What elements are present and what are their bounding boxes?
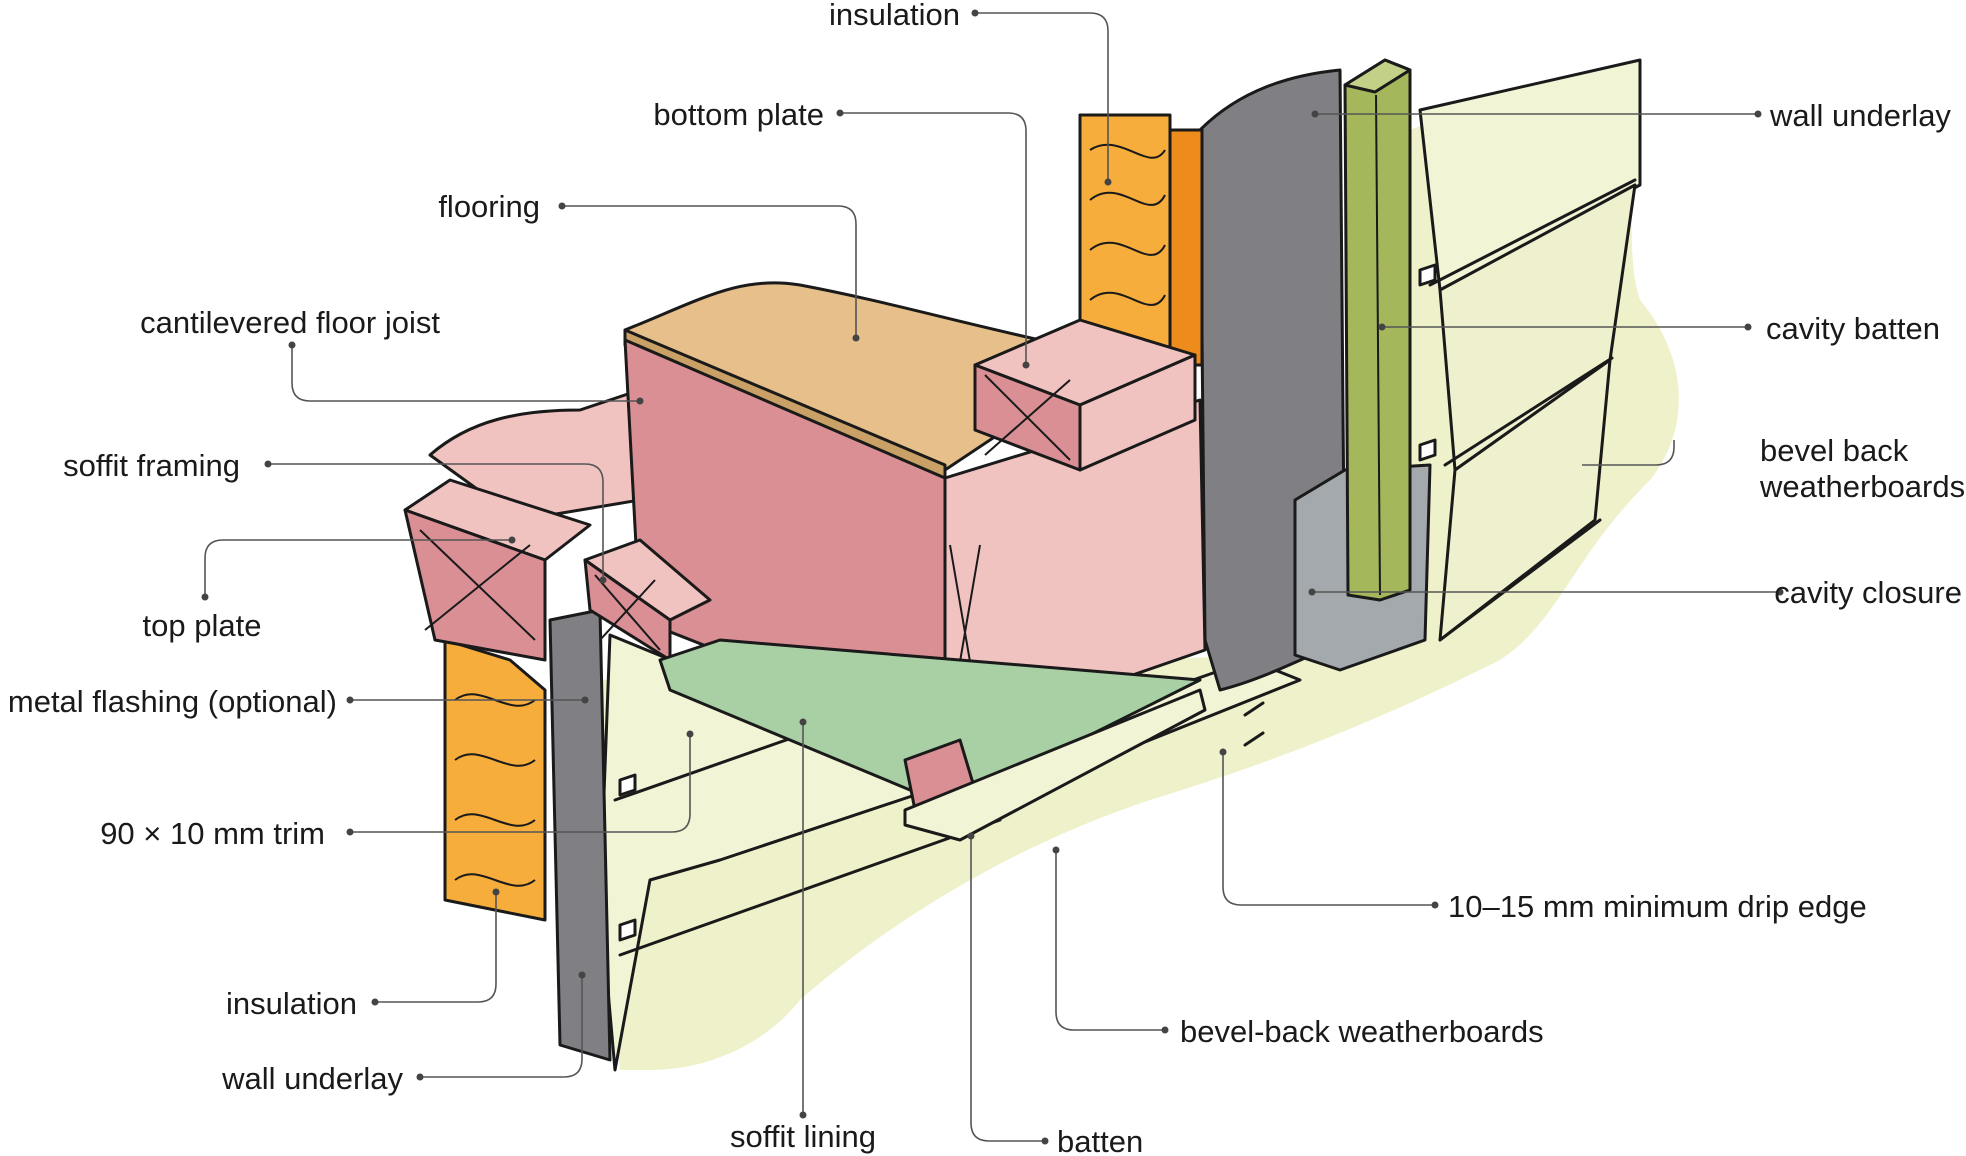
bottom-plate-shape <box>973 318 1197 472</box>
label-bevel-back-weatherboards-bottom: bevel-back weatherboards <box>1180 1014 1544 1049</box>
label-soffit-lining: soffit lining <box>730 1119 876 1154</box>
label-cavity-batten: cavity batten <box>1766 311 1940 346</box>
label-wall-underlay-left: wall underlay <box>221 1061 403 1096</box>
cavity-batten-shape <box>1343 58 1412 602</box>
wall-underlay-left <box>548 608 612 1062</box>
label-bevel-back-line1: bevel back <box>1760 433 1909 468</box>
insulation-lower <box>443 638 547 922</box>
cantilevered-joist-shape <box>428 338 1207 742</box>
label-flooring: flooring <box>438 189 540 224</box>
label-insulation-top: insulation <box>829 0 960 32</box>
flooring-sheet <box>623 281 1082 472</box>
label-cantilevered-floor-joist: cantilevered floor joist <box>140 305 440 340</box>
label-batten: batten <box>1057 1124 1143 1156</box>
label-trim: 90 × 10 mm trim <box>100 816 325 851</box>
upper-weatherboards <box>1418 58 1642 642</box>
soffit-framing-shape <box>583 538 712 662</box>
label-insulation-bottom: insulation <box>226 986 357 1021</box>
fixings <box>618 263 1437 942</box>
label-bottom-plate: bottom plate <box>653 97 824 132</box>
label-drip-edge: 10–15 mm minimum drip edge <box>1448 889 1867 924</box>
batten-shape <box>903 688 1207 842</box>
label-cavity-closure: cavity closure <box>1774 575 1962 610</box>
leader-dots <box>201 9 1784 1145</box>
label-soffit-framing: soffit framing <box>63 448 240 483</box>
label-bevel-back-line2: weatherboards <box>1759 469 1965 504</box>
leader-lines <box>204 12 1780 1142</box>
top-plate-shape <box>403 478 592 662</box>
label-wall-underlay-right: wall underlay <box>1769 98 1951 133</box>
labels: insulation bottom plate flooring cantile… <box>8 0 1965 1156</box>
label-metal-flashing: metal flashing (optional) <box>8 684 337 719</box>
label-top-plate: top plate <box>143 608 262 643</box>
